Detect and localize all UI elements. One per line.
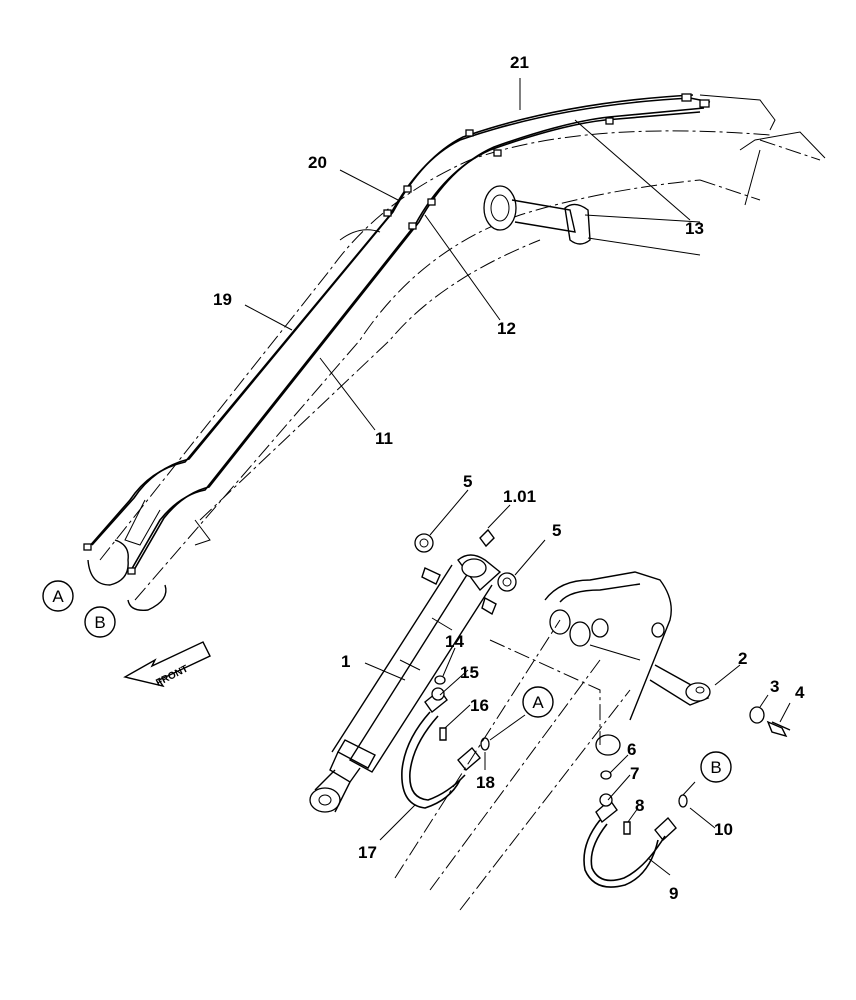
callout-5-top: 5 [463, 472, 472, 491]
callout-13: 13 [685, 219, 704, 238]
arm-cylinder [309, 554, 502, 813]
callout-14: 14 [445, 632, 464, 651]
circle-label-a-center: A [532, 693, 544, 712]
circle-label-b-left: B [94, 613, 105, 632]
callout-1: 1 [341, 652, 350, 671]
callout-19: 19 [213, 290, 232, 309]
front-arrow-label: FRONT [154, 663, 190, 688]
callout-7: 7 [630, 764, 639, 783]
callout-4: 4 [795, 683, 805, 702]
front-arrow: FRONT [123, 641, 211, 689]
callout-3: 3 [770, 677, 779, 696]
callout-17: 17 [358, 843, 377, 862]
circle-label-b-right: B [710, 758, 721, 777]
callout-1-01: 1.01 [503, 487, 536, 506]
callout-12: 12 [497, 319, 516, 338]
callouts: 21 20 13 12 19 11 5 1.01 5 2 3 4 1 14 15… [213, 53, 805, 903]
callout-5-right: 5 [552, 521, 561, 540]
callout-6: 6 [627, 740, 636, 759]
boom-cylinder-pin [483, 185, 701, 256]
callout-15: 15 [460, 663, 479, 682]
callout-16: 16 [470, 696, 489, 715]
circle-labels: A B A B [42, 580, 732, 783]
callout-10: 10 [714, 820, 733, 839]
callout-9: 9 [669, 884, 678, 903]
callout-2: 2 [738, 649, 747, 668]
callout-11: 11 [375, 429, 393, 448]
arm-bracket [394, 571, 711, 911]
callout-21: 21 [510, 53, 529, 72]
small-parts [414, 528, 791, 835]
leader-lines [244, 78, 791, 876]
callout-18: 18 [476, 773, 495, 792]
hose-17 [401, 687, 481, 809]
callout-20: 20 [308, 153, 327, 172]
circle-label-a-left: A [52, 587, 64, 606]
hose-9 [583, 793, 677, 888]
callout-8: 8 [635, 796, 644, 815]
boom-hydraulic-lines [83, 93, 711, 575]
